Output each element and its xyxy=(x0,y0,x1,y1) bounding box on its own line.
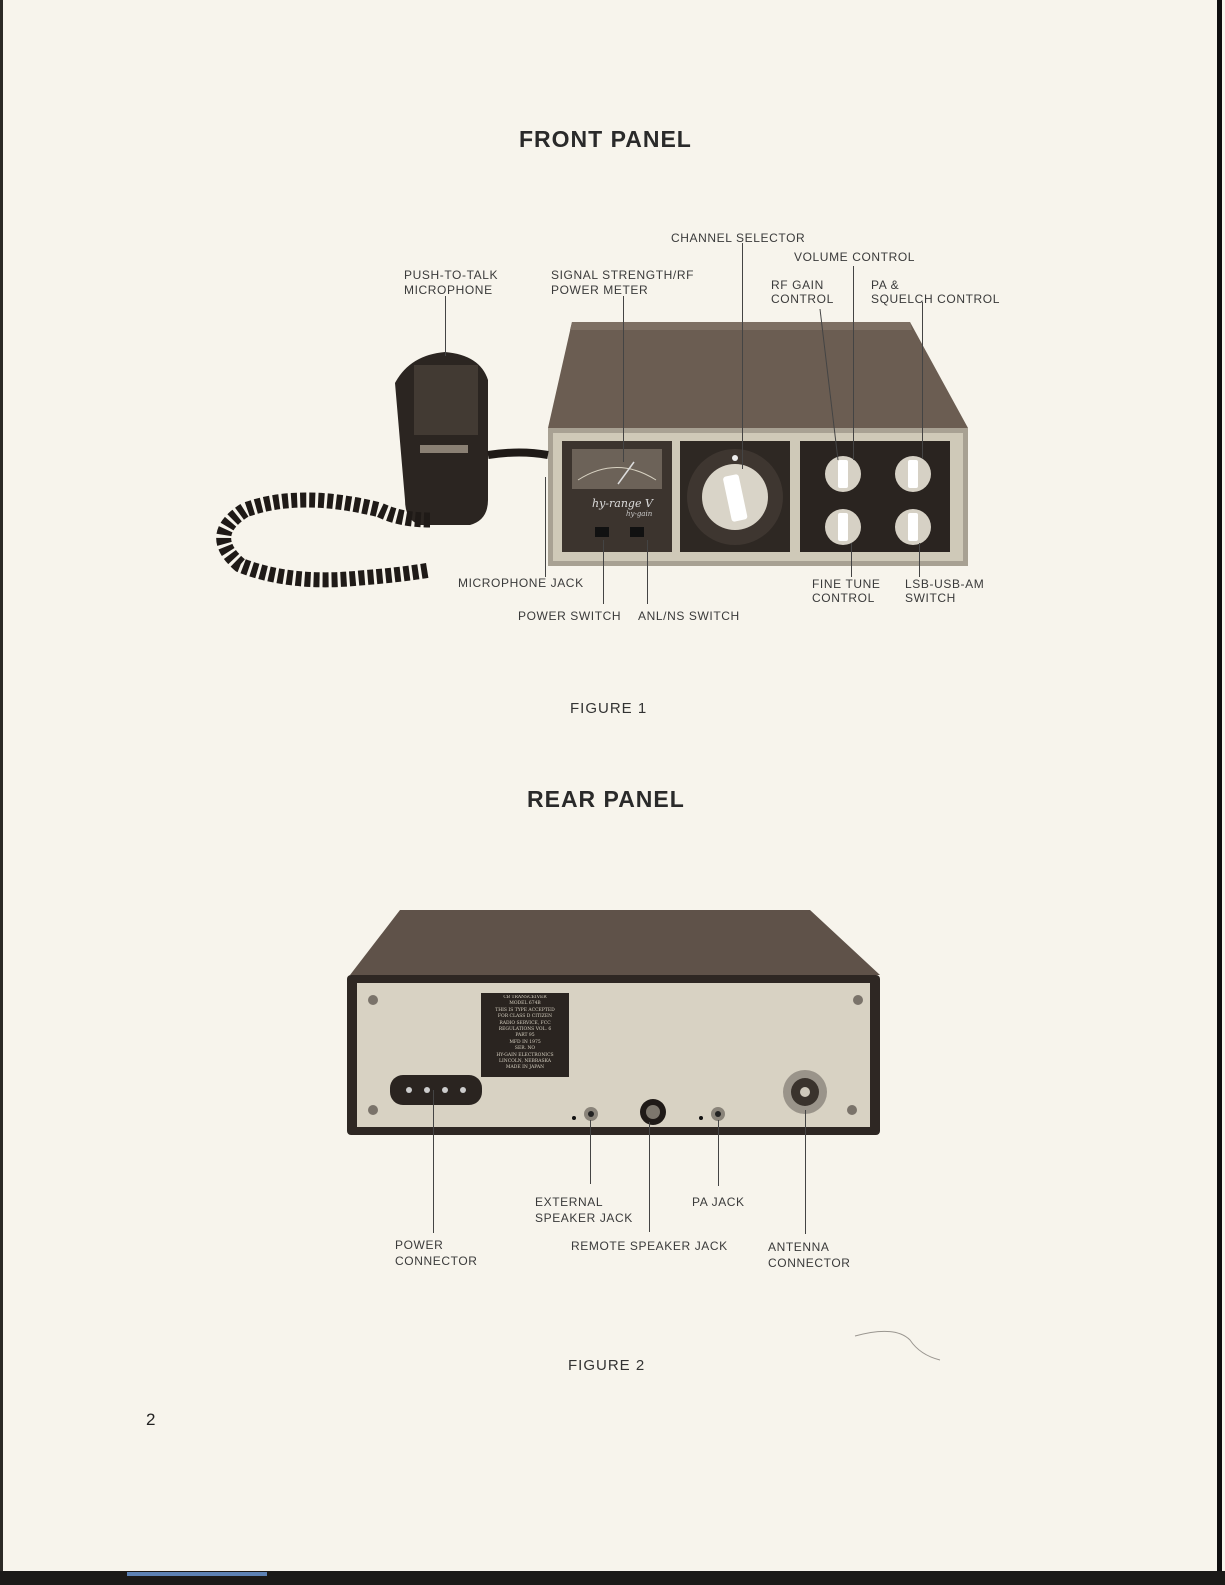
nameplate-line: MFD IN 1975 xyxy=(509,1039,541,1045)
page-bottom-edge xyxy=(0,1571,1225,1585)
label-rf-gain-1: RF GAIN xyxy=(771,278,824,292)
leader-pa-squelch xyxy=(922,302,923,458)
nameplate-line: RADIO SERVICE, FCC xyxy=(499,1020,551,1026)
nameplate-line: THIS IS TYPE ACCEPTED xyxy=(495,1007,555,1013)
leader-power-switch xyxy=(603,540,604,604)
label-external-speaker-1: EXTERNAL xyxy=(535,1195,604,1209)
nameplate-line: CB TRANSCEIVER xyxy=(503,995,547,1000)
nameplate-line: MADE IN JAPAN xyxy=(505,1065,545,1071)
leader-meter xyxy=(623,296,624,462)
leader-volume xyxy=(853,266,854,460)
label-pa-squelch-1: PA & xyxy=(871,278,900,292)
nameplate-line: SER. NO xyxy=(514,1046,536,1052)
label-signal-strength-2: POWER METER xyxy=(551,283,649,297)
scan-highlight-bar xyxy=(127,1572,267,1576)
leader-mode-switch xyxy=(919,543,920,577)
leader-channel xyxy=(742,243,743,469)
leader-external-speaker xyxy=(590,1120,591,1184)
label-channel-selector: CHANNEL SELECTOR xyxy=(671,231,806,245)
front-panel-title: FRONT PANEL xyxy=(519,126,692,152)
page-number: 2 xyxy=(146,1410,156,1429)
brand-sub: hy-gain xyxy=(626,510,653,518)
nameplate-line: FOR CLASS D CITIZEN xyxy=(497,1014,553,1020)
leader-pa-jack xyxy=(718,1120,719,1186)
label-fine-tune-2: CONTROL xyxy=(812,591,875,605)
leader-power-connector xyxy=(433,1090,434,1233)
label-pa-jack: PA JACK xyxy=(692,1195,745,1209)
label-signal-strength-1: SIGNAL STRENGTH/RF xyxy=(551,268,695,282)
label-power-switch: POWER SWITCH xyxy=(518,609,622,623)
page-left-edge xyxy=(0,0,3,1585)
leader-fine-tune xyxy=(851,543,852,577)
label-fine-tune-1: FINE TUNE xyxy=(812,577,881,591)
label-mode-switch-2: SWITCH xyxy=(905,591,956,605)
leader-mic xyxy=(445,296,446,356)
brand-script: hy-range V xyxy=(592,497,653,510)
label-volume-control: VOLUME CONTROL xyxy=(794,250,916,264)
label-push-to-talk-2: MICROPHONE xyxy=(404,283,493,297)
label-microphone-jack: MICROPHONE JACK xyxy=(458,576,584,590)
label-push-to-talk-1: PUSH-TO-TALK xyxy=(404,268,499,282)
label-rf-gain-2: CONTROL xyxy=(771,292,834,306)
nameplate-line: PART 95 xyxy=(515,1033,535,1039)
label-power-connector-2: CONNECTOR xyxy=(395,1254,478,1268)
nameplate-line: REGULATIONS VOL. 6 xyxy=(498,1027,552,1033)
nameplate-line: LINCOLN, NEBRASKA xyxy=(498,1059,551,1065)
leader-remote-speaker xyxy=(649,1122,650,1232)
label-external-speaker-2: SPEAKER JACK xyxy=(535,1211,633,1225)
label-remote-speaker-jack: REMOTE SPEAKER JACK xyxy=(571,1239,728,1253)
figure-2-caption: FIGURE 2 xyxy=(568,1357,646,1374)
label-antenna-connector-1: ANTENNA xyxy=(768,1240,830,1254)
label-pa-squelch-2: SQUELCH CONTROL xyxy=(871,292,1001,306)
label-anl-ns-switch: ANL/NS SWITCH xyxy=(638,609,740,623)
nameplate: CB TRANSCEIVER MODEL 674B THIS IS TYPE A… xyxy=(483,995,567,1075)
page-right-edge xyxy=(1217,0,1222,1585)
label-mode-switch-1: LSB-USB-AM xyxy=(905,577,985,591)
rear-panel-title: REAR PANEL xyxy=(527,786,685,812)
label-antenna-connector-2: CONNECTOR xyxy=(768,1256,851,1270)
label-power-connector-1: POWER xyxy=(395,1238,444,1252)
nameplate-line: MODEL 674B xyxy=(509,1001,541,1007)
leader-antenna xyxy=(805,1110,806,1234)
leader-anl-switch xyxy=(647,540,648,604)
leader-mic-jack xyxy=(545,477,546,577)
figure-1-caption: FIGURE 1 xyxy=(570,700,648,717)
nameplate-line: HY-GAIN ELECTRONICS xyxy=(496,1052,554,1058)
